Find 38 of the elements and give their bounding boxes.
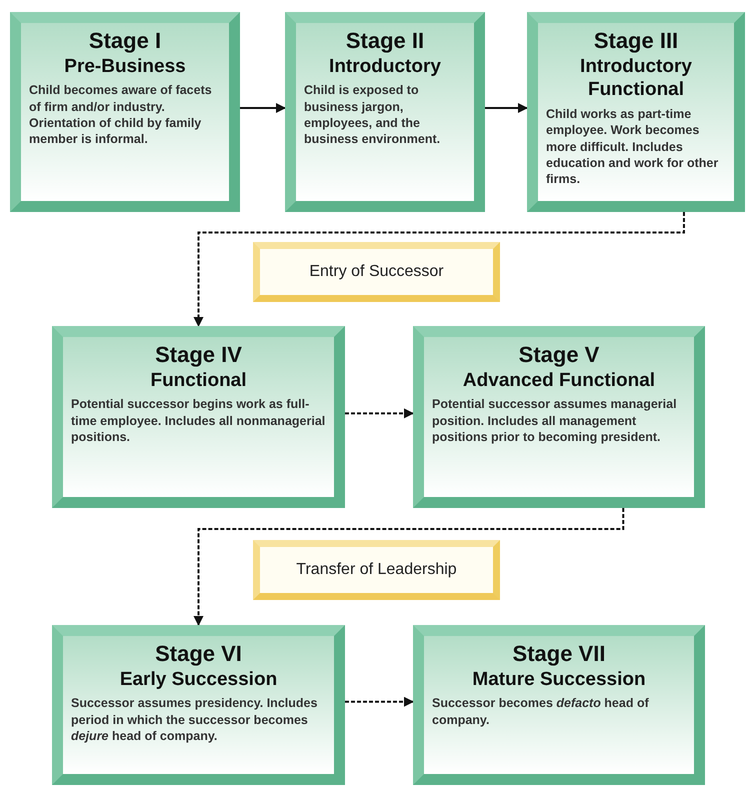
arrow bbox=[485, 103, 528, 113]
arrow bbox=[345, 696, 414, 707]
stage-number: Stage V bbox=[518, 341, 600, 368]
banner-text: Entry of Successor bbox=[309, 262, 444, 282]
stage-description: Successor becomes defacto head of company. bbox=[432, 695, 650, 728]
stage-box bbox=[413, 625, 705, 785]
stage-description: Successor assumes presidency. Includes period in which the successor becomes dejure head of company. bbox=[71, 695, 318, 744]
arrow bbox=[194, 508, 624, 626]
stage-box bbox=[10, 12, 240, 212]
stage-description: Potential successor begins work as full-time employee. Includes all nonmanagerial positions. bbox=[71, 396, 326, 445]
stage-box bbox=[52, 625, 345, 785]
stage-number: Stage II bbox=[344, 27, 426, 54]
stage-box bbox=[413, 326, 705, 508]
phase-banner bbox=[253, 540, 500, 600]
stage-box bbox=[285, 12, 485, 212]
stage-title: Introductory bbox=[328, 54, 442, 78]
stage-title: Functional bbox=[149, 368, 248, 392]
stage-description: Child works as part-time employee. Work becomes more difficult. Includes education and work for other firms. bbox=[546, 106, 720, 188]
stage-description: Child is exposed to business jargon, employees, and the business environment. bbox=[304, 82, 442, 148]
stage-description: Potential successor assumes managerial position. Includes all management positions prior to becoming president. bbox=[432, 396, 678, 445]
stage-box bbox=[52, 326, 345, 508]
stage-title: Early Succession bbox=[118, 668, 278, 692]
stage-title: Mature Succession bbox=[471, 668, 647, 692]
banner-text: Transfer of Leadership bbox=[296, 560, 457, 580]
stage-description: Child becomes aware of facets of firm and/or industry. Orientation of child by family member is informal. bbox=[29, 82, 213, 148]
stage-number: Stage VII bbox=[512, 640, 606, 668]
arrow bbox=[194, 212, 685, 327]
stage-number: Stage VI bbox=[154, 640, 243, 668]
arrow bbox=[345, 408, 414, 418]
phase-banner bbox=[253, 242, 500, 302]
stage-number: Stage IV bbox=[154, 341, 243, 368]
stage-title: Advanced Functional bbox=[462, 368, 656, 392]
arrow bbox=[240, 103, 286, 113]
stage-number: Stage I bbox=[88, 27, 162, 54]
stage-box bbox=[527, 12, 745, 212]
stage-title: Introductory Functional bbox=[579, 54, 693, 102]
stage-title: Pre-Business bbox=[63, 54, 187, 78]
stage-number: Stage III bbox=[592, 27, 680, 54]
